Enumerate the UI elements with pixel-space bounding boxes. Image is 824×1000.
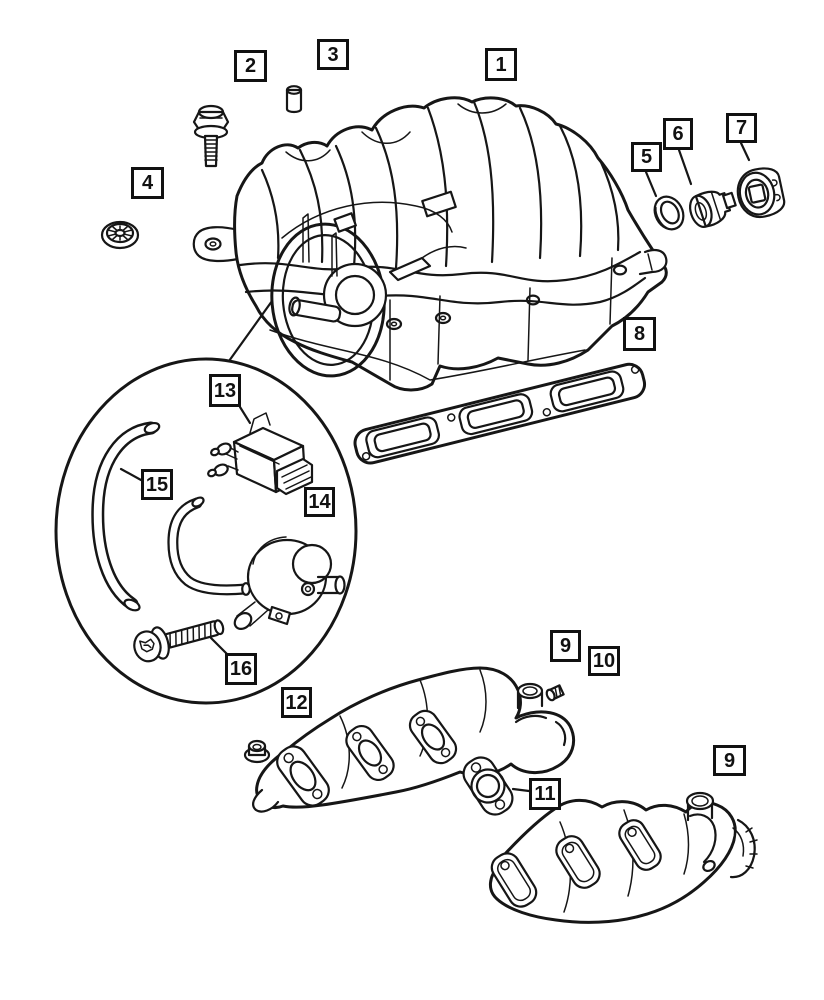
callout-box-2[interactable]: 2	[234, 50, 267, 82]
callout-number: 10	[592, 650, 616, 672]
leader-line-7	[739, 141, 751, 162]
callout-box-9a[interactable]: 9	[550, 630, 581, 662]
dowel-pin-art	[285, 85, 303, 114]
breather-hose-art	[167, 496, 251, 596]
detail-leader-line	[227, 299, 274, 363]
callout-box-9b[interactable]: 9	[713, 745, 746, 776]
leader-line-6	[677, 148, 693, 186]
callout-box-14[interactable]: 14	[304, 487, 335, 517]
leader-line-11	[511, 787, 531, 793]
callout-number: 4	[141, 172, 154, 194]
callout-box-13[interactable]: 13	[209, 374, 241, 407]
left-exhaust-manifold-art	[252, 666, 575, 813]
callout-number: 11	[534, 783, 556, 805]
callout-number: 9	[559, 635, 572, 657]
callout-box-4[interactable]: 4	[131, 167, 164, 199]
leader-line-13	[238, 405, 252, 425]
callout-box-10[interactable]: 10	[588, 646, 620, 676]
callout-box-7[interactable]: 7	[726, 113, 757, 143]
check-valve-art	[689, 190, 737, 228]
sealing-grommet-art	[736, 167, 786, 219]
callout-box-15[interactable]: 15	[141, 469, 173, 500]
serrated-washer-art	[100, 220, 140, 250]
callout-number: 13	[213, 379, 237, 402]
callout-number: 3	[327, 43, 339, 66]
callout-box-16[interactable]: 16	[225, 653, 257, 685]
callout-number: 5	[640, 146, 653, 168]
callout-number: 14	[308, 491, 331, 513]
torx-bolt-art	[133, 619, 225, 663]
egr-valve-art	[233, 536, 346, 630]
callout-box-3[interactable]: 3	[317, 39, 349, 70]
callout-number: 9	[723, 749, 736, 772]
callout-box-8[interactable]: 8	[623, 317, 656, 351]
intake-gasket-art	[353, 362, 647, 465]
leader-line-15	[119, 467, 143, 482]
callout-box-5[interactable]: 5	[631, 142, 662, 172]
exhaust-stud-art	[545, 684, 565, 702]
leader-line-16	[209, 636, 229, 656]
solenoid-connector-art	[275, 457, 314, 496]
callout-number: 15	[145, 473, 169, 496]
exhaust-flange-gasket-art	[462, 756, 514, 816]
callout-box-1[interactable]: 1	[485, 48, 517, 81]
callout-number: 7	[735, 117, 748, 139]
callout-number: 16	[229, 658, 253, 680]
vacuum-hose-art	[91, 421, 161, 612]
callout-number: 2	[244, 55, 257, 77]
o-ring-seal-art	[653, 195, 685, 231]
right-exhaust-manifold-art	[489, 791, 758, 924]
callout-box-6[interactable]: 6	[663, 118, 693, 150]
callout-box-12[interactable]: 12	[281, 687, 312, 718]
cap-nut-art	[243, 739, 271, 764]
callout-number: 8	[633, 323, 646, 345]
callout-number: 1	[495, 53, 507, 76]
callout-number: 6	[672, 123, 684, 145]
mounting-bolt-art	[192, 104, 230, 168]
intake-manifold-art	[192, 96, 668, 392]
leader-lines	[119, 141, 751, 793]
leader-line-5	[644, 170, 658, 198]
callout-number: 12	[285, 691, 308, 714]
callout-box-11[interactable]: 11	[529, 778, 561, 810]
detail-circle-art	[54, 299, 358, 705]
